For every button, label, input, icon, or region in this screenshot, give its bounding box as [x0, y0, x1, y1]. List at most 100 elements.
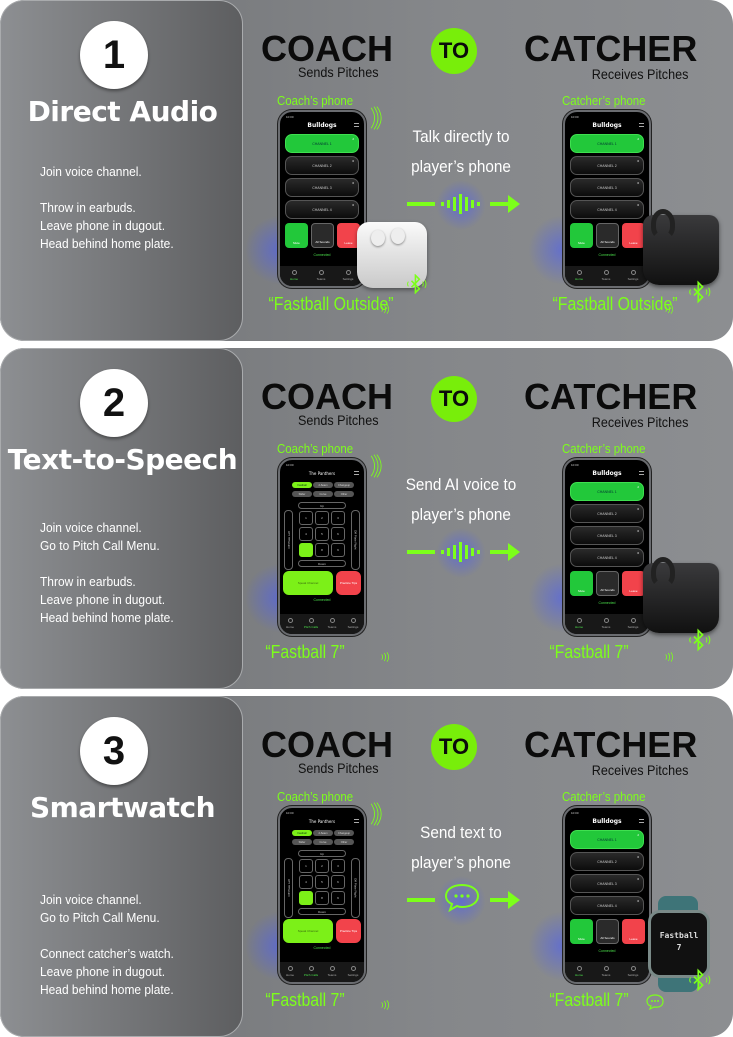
- mute-button[interactable]: Mute: [570, 919, 593, 944]
- nav-item-home[interactable]: Home: [569, 966, 589, 977]
- zone-cell[interactable]: 9: [331, 543, 345, 557]
- zone-cell[interactable]: 7: [299, 543, 313, 557]
- nav-item-home[interactable]: Home: [569, 618, 589, 629]
- nav-item-teams[interactable]: Teams: [311, 270, 331, 281]
- nav-item-home[interactable]: Home: [569, 270, 589, 281]
- pitch-type-button[interactable]: Changeup: [334, 830, 354, 836]
- menu-icon[interactable]: [354, 123, 359, 127]
- leave-button[interactable]: Leave: [622, 571, 645, 596]
- nav-item-settings[interactable]: Settings: [623, 618, 643, 629]
- zone-cell[interactable]: 6: [331, 527, 345, 541]
- nav-item[interactable]: Home: [280, 618, 300, 629]
- nav-item[interactable]: Teams: [322, 966, 342, 977]
- pitch-type-button[interactable]: Curve: [313, 491, 333, 497]
- zone-cell[interactable]: 4: [299, 875, 313, 889]
- zone-cell[interactable]: 1: [299, 511, 313, 525]
- leave-button[interactable]: Leave: [337, 223, 360, 248]
- pitch-type-button[interactable]: Changeup: [334, 482, 354, 488]
- menu-icon[interactable]: [354, 819, 359, 823]
- pitch-type-button[interactable]: Other: [334, 839, 354, 845]
- zone-cell[interactable]: 8: [315, 891, 329, 905]
- zone-cell[interactable]: 6: [331, 875, 345, 889]
- pitch-type-button[interactable]: Fastball: [292, 830, 312, 836]
- zone-cell[interactable]: 2: [315, 859, 329, 873]
- nav-item-teams[interactable]: Teams: [596, 966, 616, 977]
- zone-cell[interactable]: 3: [331, 511, 345, 525]
- nav-item-settings[interactable]: Settings: [623, 270, 643, 281]
- zone-up-button[interactable]: Up: [298, 502, 346, 509]
- pitch-type-button[interactable]: 2-Seam: [313, 830, 333, 836]
- nav-item[interactable]: Settings: [343, 966, 363, 977]
- zone-right-button[interactable]: Off Plate Right: [351, 858, 360, 918]
- zone-down-button[interactable]: Down: [298, 908, 346, 915]
- zone-cell[interactable]: 8: [315, 543, 329, 557]
- menu-icon[interactable]: [639, 123, 644, 127]
- nav-item-home[interactable]: Home: [284, 270, 304, 281]
- nav-item[interactable]: Home: [280, 966, 300, 977]
- nav-item[interactable]: Settings: [343, 618, 363, 629]
- zone-cell[interactable]: 2: [315, 511, 329, 525]
- pitch-type-button[interactable]: Other: [334, 491, 354, 497]
- zone-cell[interactable]: 5: [315, 527, 329, 541]
- zone-cell[interactable]: 4: [299, 527, 313, 541]
- nav-label: Pitch Calls: [303, 625, 319, 629]
- zone-down-button[interactable]: Down: [298, 560, 346, 567]
- nav-item-teams[interactable]: Teams: [596, 618, 616, 629]
- zone-cell[interactable]: 1: [299, 859, 313, 873]
- zone-right-button[interactable]: Off Plate Right: [351, 510, 360, 570]
- leave-button[interactable]: Leave: [622, 223, 645, 248]
- all-sounds-button[interactable]: All Sounds: [596, 919, 619, 944]
- zone-left-button[interactable]: Off Plate Left: [284, 858, 293, 918]
- zone-up-button[interactable]: Up: [298, 850, 346, 857]
- zone-cell[interactable]: 7: [299, 891, 313, 905]
- menu-icon[interactable]: [354, 471, 359, 475]
- pitch-type-button[interactable]: Slider: [292, 491, 312, 497]
- all-sounds-button[interactable]: All Sounds: [311, 223, 334, 248]
- nav-icon: [318, 270, 324, 275]
- speak-channel-button[interactable]: Speak Channel: [283, 919, 333, 943]
- mute-button[interactable]: Mute: [570, 571, 593, 596]
- leave-button[interactable]: Leave: [622, 919, 645, 944]
- menu-icon[interactable]: [639, 471, 644, 475]
- zone-left-button[interactable]: Off Plate Left: [284, 510, 293, 570]
- pitch-type-button[interactable]: 2-Seam: [313, 482, 333, 488]
- nav-item-settings[interactable]: Settings: [623, 966, 643, 977]
- zone-number: 4: [305, 532, 307, 536]
- nav-item[interactable]: Pitch Calls: [301, 966, 321, 977]
- zone-cell[interactable]: 9: [331, 891, 345, 905]
- nav-item[interactable]: Teams: [322, 618, 342, 629]
- nav-item-teams[interactable]: Teams: [596, 270, 616, 281]
- zone-cell[interactable]: 3: [331, 859, 345, 873]
- speak-channel-button[interactable]: Speak Channel: [283, 571, 333, 595]
- nav-item[interactable]: Pitch Calls: [301, 618, 321, 629]
- all-sounds-button[interactable]: All Sounds: [596, 571, 619, 596]
- nav-item-settings[interactable]: Settings: [338, 270, 358, 281]
- menu-icon[interactable]: [639, 819, 644, 823]
- pitch-type-button[interactable]: Slider: [292, 839, 312, 845]
- pitch-type-button[interactable]: Fastball: [292, 482, 312, 488]
- pitch-type-button[interactable]: Curve: [313, 839, 333, 845]
- all-sounds-button[interactable]: All Sounds: [596, 223, 619, 248]
- mute-button[interactable]: Mute: [570, 223, 593, 248]
- zone-cell[interactable]: 5: [315, 875, 329, 889]
- practice-tips-button[interactable]: Practice Tips: [336, 919, 361, 943]
- practice-tips-button[interactable]: Practice Tips: [336, 571, 361, 595]
- nav-label: Teams: [327, 973, 337, 977]
- mute-button[interactable]: Mute: [285, 223, 308, 248]
